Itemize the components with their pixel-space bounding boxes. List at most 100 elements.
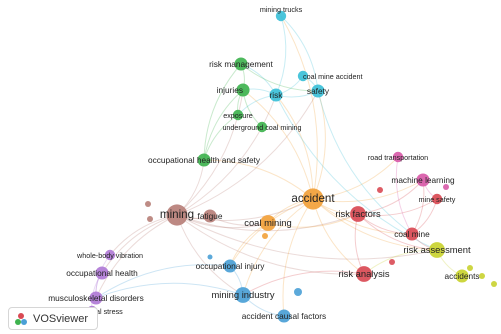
node-label-occupational-health-and-safety: occupational health and safety [148, 155, 261, 165]
link-mining-safety [176, 90, 319, 216]
node-label-musculoskeletal-disorders: musculoskeletal disorders [48, 293, 143, 303]
node-mining-trucks[interactable] [275, 10, 287, 22]
minor-node[interactable] [479, 273, 485, 279]
node-fatigue[interactable] [203, 209, 217, 223]
node-label-safety: safety [307, 86, 330, 96]
node-label-coal-mine-accident: coal mine accident [303, 72, 363, 81]
node-label-road-transportation: road transportation [368, 153, 428, 162]
minor-node[interactable] [294, 288, 302, 296]
link-mining-injuries [176, 89, 244, 216]
minor-node[interactable] [147, 216, 153, 222]
node-occupational-health-and-safety[interactable] [197, 153, 211, 167]
link-safety-coal-mine [317, 90, 413, 235]
node-label-occupational-health: occupational health [66, 268, 138, 278]
node-exposure[interactable] [232, 109, 244, 121]
link-accident-mining-industry [242, 198, 314, 296]
node-underground-coal-mining[interactable] [256, 121, 268, 133]
link-risk-mining-trucks [275, 15, 287, 96]
node-accident-causal-factors[interactable] [277, 309, 291, 323]
minor-node[interactable] [389, 259, 395, 265]
node-label-mine-safety: mine safety [419, 195, 456, 204]
node-safety[interactable] [311, 84, 325, 98]
link-mining-industry-musculoskeletal-disorders [95, 282, 244, 299]
link-accident-risk-assessment [312, 198, 438, 251]
node-label-mining-trucks: mining trucks [260, 5, 303, 14]
link-risk-management-occupational-health-and-safety [203, 63, 242, 161]
minor-node[interactable] [491, 281, 497, 287]
node-coal-mine[interactable] [405, 227, 419, 241]
link-accident-machine-learning [312, 179, 424, 203]
minor-node[interactable] [377, 187, 383, 193]
node-label-underground-coal-mining: underground coal mining [222, 123, 301, 132]
nodes-layer [86, 10, 497, 323]
link-accident-mining-trucks [280, 15, 318, 200]
link-risk-factors-risk-analysis [354, 213, 365, 275]
link-accident-accident-causal-factors [282, 198, 314, 317]
node-musculoskeletal-disorders[interactable] [89, 291, 103, 305]
node-label-accident: accident [291, 192, 335, 205]
link-mining-accident [176, 198, 314, 222]
link-road-transportation-coal-mine [395, 156, 413, 235]
node-label-machine-learning: machine learning [391, 175, 455, 185]
node-occupational-health[interactable] [95, 266, 109, 280]
node-label-risk: risk [270, 90, 284, 100]
node-label-risk-management: risk management [209, 59, 273, 69]
node-label-coal-mine: coal mine [394, 229, 430, 239]
link-risk-factors-mine-safety [357, 198, 438, 217]
link-mining-risk-analysis [176, 214, 365, 275]
node-mining-industry[interactable] [235, 287, 251, 303]
links-layer [91, 15, 463, 317]
link-mining-risk-assessment [176, 214, 438, 260]
node-label-risk-analysis: risk analysis [338, 268, 389, 279]
node-label-exposure: exposure [223, 111, 253, 120]
node-risk[interactable] [269, 88, 283, 102]
minor-node[interactable] [467, 265, 473, 271]
node-coal-mine-accident[interactable] [297, 70, 309, 82]
node-risk-analysis[interactable] [356, 266, 372, 282]
vosviewer-badge[interactable]: VOSviewer [8, 307, 98, 330]
link-accident-coal-mine [312, 198, 413, 235]
vosviewer-label: VOSviewer [33, 312, 89, 325]
node-label-accidents: accidents [444, 271, 479, 281]
node-machine-learning[interactable] [416, 173, 430, 187]
node-mining[interactable] [166, 204, 188, 226]
minor-node[interactable] [262, 233, 268, 239]
link-injuries-occupational-health-and-safety [203, 89, 244, 161]
link-coal-mining-risk-factors [267, 213, 359, 228]
link-accident-safety [312, 90, 326, 200]
node-label-whole-body-vibration: whole-body vibration [76, 251, 143, 260]
node-road-transportation[interactable] [392, 151, 404, 163]
node-risk-assessment[interactable] [429, 242, 445, 258]
node-accident[interactable] [302, 188, 324, 210]
node-label-accident-causal-factors: accident causal factors [242, 311, 326, 321]
link-accident-occupational-injury [229, 198, 314, 267]
labels-layer: mining trucks risk management coal mine ac… [48, 5, 479, 321]
node-mine-safety[interactable] [431, 193, 443, 205]
link-risk-management-safety [240, 63, 319, 92]
link-accident-risk [275, 94, 314, 200]
node-coal-mining[interactable] [260, 215, 276, 231]
vosviewer-logo-icon [15, 312, 27, 325]
link-mining-occupational-health [101, 214, 178, 274]
minor-node[interactable] [145, 201, 151, 207]
link-accident-occupational-health-and-safety [203, 159, 314, 200]
link-mining-whole-body-vibration [109, 214, 178, 256]
node-risk-factors[interactable] [350, 206, 366, 222]
link-risk-factors-risk-assessment [357, 213, 438, 251]
node-risk-management[interactable] [234, 57, 248, 71]
node-label-injuries: injuries [217, 85, 243, 95]
link-occupational-injury-musculoskeletal-disorders [95, 264, 231, 299]
minor-node[interactable] [443, 184, 449, 190]
minor-node[interactable] [207, 254, 213, 260]
node-occupational-injury[interactable] [223, 259, 237, 273]
node-accidents[interactable] [455, 269, 469, 283]
node-injuries[interactable] [236, 83, 250, 97]
link-mining-musculoskeletal-disorders [95, 214, 178, 299]
node-label-mining: mining [160, 208, 194, 221]
node-label-mining-industry: mining industry [211, 289, 274, 300]
node-label-coal-mining: coal mining [244, 217, 291, 228]
link-mining-mining-industry [176, 214, 244, 296]
node-label-risk-factors: risk factors [335, 208, 381, 219]
node-whole-body-vibration[interactable] [104, 249, 116, 261]
